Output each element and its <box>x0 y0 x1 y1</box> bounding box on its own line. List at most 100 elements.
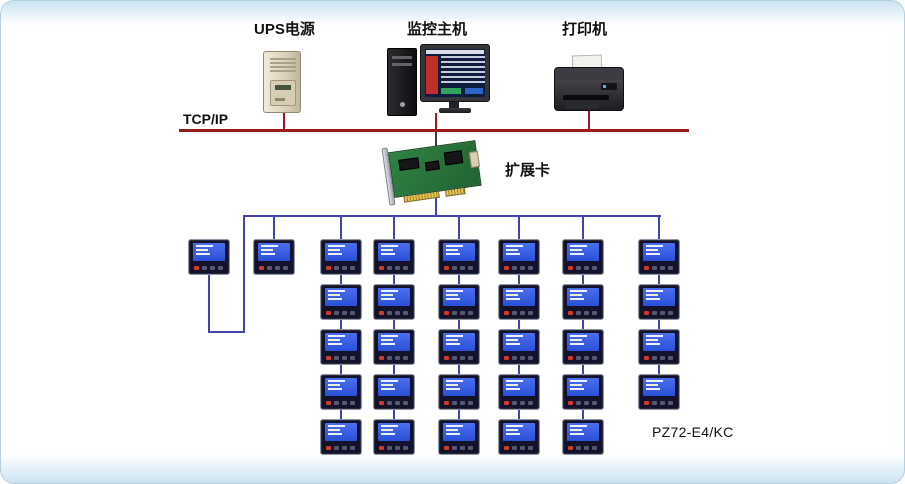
meter-display <box>643 333 675 351</box>
printer-tray <box>565 103 599 109</box>
meter-buttons <box>379 310 409 316</box>
meter-display <box>443 288 475 306</box>
expansion-card-label: 扩展卡 <box>505 162 551 179</box>
drive-bay <box>392 56 412 59</box>
meter-buttons <box>444 400 474 406</box>
power-button-icon <box>400 102 405 107</box>
printer-control-panel <box>601 83 617 90</box>
meter-display <box>643 288 675 306</box>
screen-titlebar <box>426 50 484 54</box>
power-meter <box>320 374 362 410</box>
meter-buttons <box>568 445 598 451</box>
meter-display <box>567 333 599 351</box>
meter-buttons <box>326 265 356 271</box>
power-meter <box>373 374 415 410</box>
drive-bay <box>392 63 412 66</box>
meter-buttons <box>644 400 674 406</box>
power-meter <box>562 374 604 410</box>
power-meter <box>562 419 604 455</box>
power-meter <box>320 419 362 455</box>
power-meter <box>438 374 480 410</box>
meter-buttons <box>504 445 534 451</box>
screen-text-rows <box>441 56 485 86</box>
ups-bus-connector <box>283 113 285 129</box>
meter-buttons <box>504 400 534 406</box>
meter-display <box>193 243 225 261</box>
power-meter <box>498 239 540 275</box>
meter-display <box>378 333 410 351</box>
card-bus-wire <box>435 198 437 217</box>
power-meter <box>562 239 604 275</box>
meter-display <box>325 243 357 261</box>
card-pcb <box>388 140 482 198</box>
power-meter <box>373 284 415 320</box>
power-meter <box>438 239 480 275</box>
meter-display <box>503 423 535 441</box>
printer-device <box>554 54 624 111</box>
power-meter <box>498 374 540 410</box>
power-meter <box>373 419 415 455</box>
tcpip-bus-line <box>179 129 689 132</box>
meter-buttons <box>326 445 356 451</box>
meter-buttons <box>379 355 409 361</box>
power-meter <box>373 239 415 275</box>
meter-column-wire <box>582 215 584 437</box>
meter-buttons <box>326 400 356 406</box>
meter-buttons <box>644 310 674 316</box>
meter-display <box>567 378 599 396</box>
card-serial-port <box>468 150 480 168</box>
screen-green-block <box>441 88 461 94</box>
meter-buttons <box>444 310 474 316</box>
meter-buttons <box>504 355 534 361</box>
meter-buttons <box>568 355 598 361</box>
meter-display <box>567 243 599 261</box>
meter-buttons <box>644 355 674 361</box>
power-meter <box>373 329 415 365</box>
meter-buttons <box>444 445 474 451</box>
card-chip <box>424 160 440 172</box>
meter-display <box>643 243 675 261</box>
tcpip-label: TCP/IP <box>183 111 229 127</box>
meter-display <box>567 288 599 306</box>
printer-output-slot <box>563 95 609 100</box>
meter-display <box>325 288 357 306</box>
meter-display <box>443 423 475 441</box>
printer-label: 打印机 <box>562 21 608 38</box>
power-meter <box>498 419 540 455</box>
screen-red-panel <box>426 56 438 94</box>
card-uplink-wire <box>435 132 437 146</box>
ups-label: UPS电源 <box>254 21 315 38</box>
card-chip <box>398 157 420 171</box>
power-meter <box>188 239 230 275</box>
ups-device <box>263 51 301 113</box>
meter-buttons <box>568 400 598 406</box>
monitor-neck <box>449 102 459 109</box>
screen-blue-block <box>465 88 483 94</box>
power-meter <box>320 329 362 365</box>
ups-front-panel <box>270 80 296 106</box>
meter-buttons <box>326 355 356 361</box>
meter-buttons <box>379 400 409 406</box>
power-meter <box>638 374 680 410</box>
meter-display <box>503 333 535 351</box>
power-meter <box>320 284 362 320</box>
power-meter <box>498 329 540 365</box>
monitor-base <box>439 108 471 113</box>
meter-display <box>378 423 410 441</box>
meter-column-wire <box>393 215 395 437</box>
monitor-screen <box>425 49 485 97</box>
meter-loop-wire <box>208 331 245 333</box>
printer-lid <box>555 68 623 80</box>
host-monitor <box>420 44 490 102</box>
power-meter <box>562 284 604 320</box>
meter-buttons <box>259 265 289 271</box>
meter-display <box>325 423 357 441</box>
meter-display <box>443 378 475 396</box>
power-meter <box>320 239 362 275</box>
meter-display <box>567 423 599 441</box>
meter-display <box>378 378 410 396</box>
power-meter <box>562 329 604 365</box>
meter-model-label: PZ72-E4/KC <box>652 424 734 440</box>
power-meter <box>638 284 680 320</box>
